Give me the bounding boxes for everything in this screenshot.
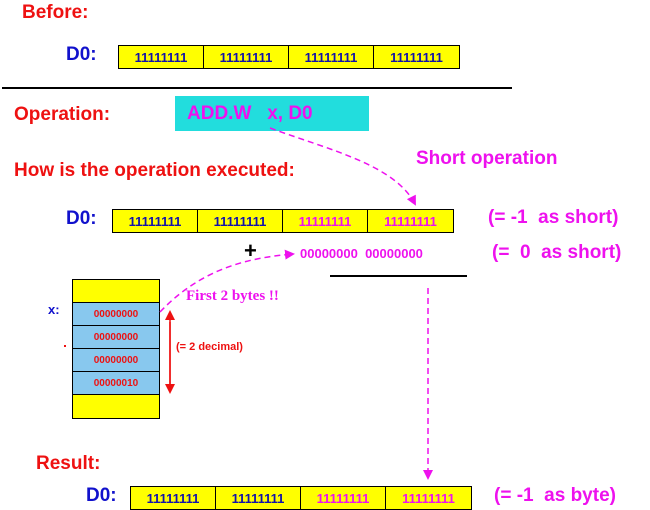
- before-byte: 11111111: [204, 46, 289, 68]
- result-byte-low: 11111111: [402, 490, 455, 506]
- exec-reg-label: D0:: [66, 208, 97, 229]
- before-reg-label: D0:: [66, 44, 97, 65]
- exec-byte: 11111111: [113, 210, 198, 232]
- instruction-box: ADD.W x, D0: [175, 96, 369, 131]
- exec-byte-low: 11111111: [384, 213, 437, 229]
- exec-reg-note: (= -1 as short): [488, 207, 619, 228]
- first-bytes-annotation: First 2 bytes !!: [186, 288, 279, 304]
- memory-label: x:: [48, 302, 60, 317]
- memory-byte: 00000000: [73, 349, 159, 372]
- memory-cell-empty: [73, 280, 159, 303]
- exec-register: 11111111 11111111 11111111 11111111: [112, 209, 454, 233]
- dot-marker: [64, 345, 66, 347]
- memory-cell-empty: [73, 395, 159, 418]
- result-note: (= -1 as byte): [494, 485, 616, 506]
- arrow-short-operation: [269, 127, 416, 206]
- before-byte: 11111111: [390, 49, 443, 65]
- result-byte-low: 11111111: [301, 487, 386, 509]
- result-heading: Result:: [36, 453, 101, 474]
- memory-note: (= 2 decimal): [176, 341, 243, 353]
- operation-heading: Operation:: [14, 104, 111, 125]
- memory-block: 00000000 00000000 00000000 00000010: [72, 279, 160, 419]
- divider: [2, 87, 512, 89]
- result-byte: 11111111: [131, 487, 216, 509]
- memory-byte: 00000010: [73, 372, 159, 395]
- sum-line: [330, 275, 467, 277]
- before-byte: 11111111: [289, 46, 374, 68]
- before-heading: Before:: [22, 2, 89, 23]
- how-heading: How is the operation executed:: [14, 160, 295, 181]
- short-operation-label: Short operation: [416, 148, 558, 169]
- before-byte: 11111111: [119, 46, 204, 68]
- memory-byte: 00000000: [73, 303, 159, 326]
- memory-byte: 00000000: [73, 326, 159, 349]
- exec-byte: 11111111: [198, 210, 283, 232]
- instruction-text: ADD.W x, D0: [187, 103, 313, 124]
- before-register: 11111111 11111111 11111111 11111111: [118, 45, 460, 69]
- arrow-first-bytes: [159, 249, 295, 313]
- result-register: 11111111 11111111 11111111 11111111: [130, 486, 472, 510]
- operand-note: (= 0 as short): [492, 242, 622, 263]
- exec-byte-low: 11111111: [283, 210, 368, 232]
- result-byte: 11111111: [216, 487, 301, 509]
- plus-sign: +: [244, 238, 257, 263]
- operand-bytes: 00000000 00000000: [300, 246, 423, 261]
- result-reg-label: D0:: [86, 485, 117, 506]
